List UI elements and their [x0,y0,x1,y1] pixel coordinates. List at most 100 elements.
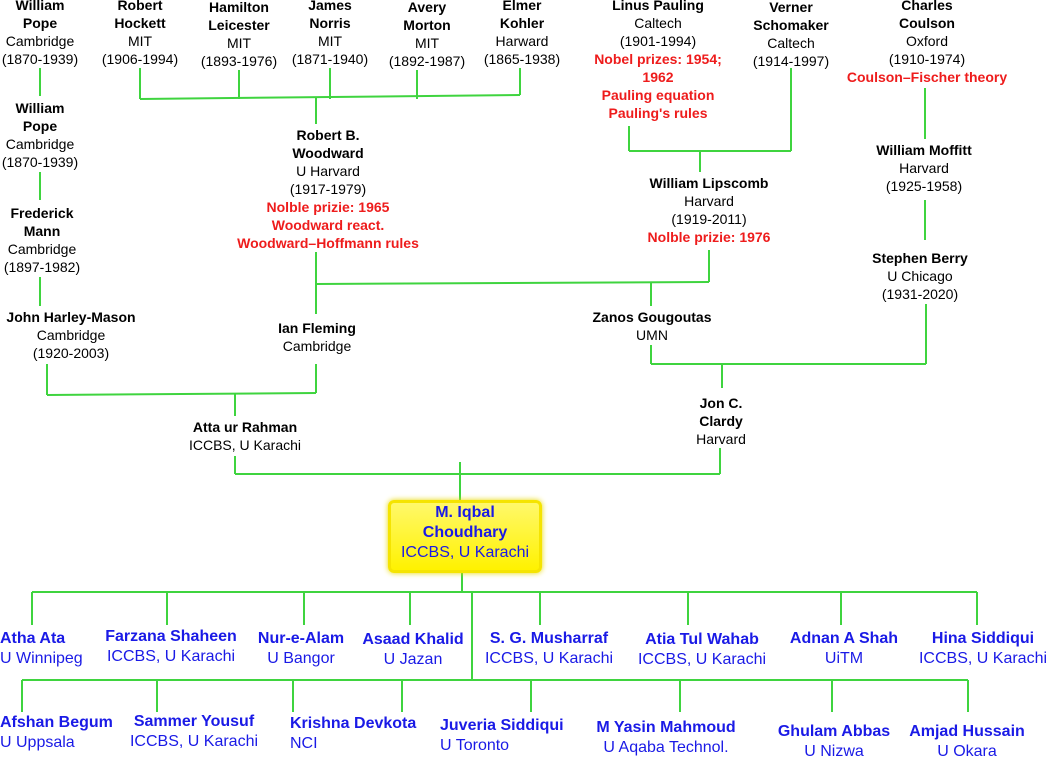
node-stephen-berry: Stephen Berry U Chicago (1931-2020) [872,249,968,303]
student-name: Adnan A Shah [789,630,899,647]
node-award: Woodward react. [271,217,385,233]
student-name: Farzana Shaheen [105,628,237,645]
student-sammer-yousuf: Sammer Yousuf ICCBS, U Karachi [130,712,258,752]
node-years: (1870-1939) [1,51,79,67]
node-years: (1893-1976) [200,53,278,69]
node-william-pope: William Pope Cambridge (1870-1939) [2,99,78,171]
node-name: Atta ur Rahman [192,419,298,435]
node-frederick-mann: Frederick Mann Cambridge (1897-1982) [2,204,82,276]
student-name: Amjad Hussain [909,723,1025,740]
node-affiliation: Cambridge [7,241,77,257]
student-affiliation: U Nizwa [804,743,864,760]
node-name: Zanos Gougoutas [592,309,712,325]
student-name: Atha Ata [0,630,66,647]
node-affiliation: MIT [127,33,153,49]
node-years: (1892-1987) [388,53,466,69]
student-krishna-devkota: Krishna Devkota NCI [290,714,416,754]
student-name: Ghulam Abbas [777,723,891,740]
node-award: Coulson–Fischer theory [846,69,1008,85]
student-name: Atia Tul Wahab [645,631,759,648]
student-affiliation: ICCBS, U Karachi [484,650,614,667]
node-years: (1870-1939) [1,154,79,170]
node-name: Jon C. Clardy [699,395,743,429]
node-john-harley-mason: John Harley-Mason Cambridge (1920-2003) [6,308,135,362]
node-affiliation: Cambridge [36,327,106,343]
node-robert-hockett: Robert Hockett MIT (1906-1994) [102,0,178,68]
student-juveria-siddiqui: Juveria Siddiqui U Toronto [440,716,564,756]
node-jon-clardy: Jon C. Clardy Harvard [691,394,751,448]
node-verner-schomaker: Verner Schomaker Caltech (1914-1997) [751,0,831,70]
node-name: Elmer Kohler [499,0,545,31]
node-affiliation: MIT [226,35,252,51]
node-award: Nolble prizie: 1976 [647,229,771,245]
student-affiliation: U Jazan [383,651,443,668]
node-award: Woodward–Hoffmann rules [237,235,419,251]
node-name: Hamilton Leicester [208,0,270,33]
student-name: Asaad Khalid [362,631,464,648]
node-william-moffitt: William Moffitt Harvard (1925-1958) [876,141,972,195]
student-name: S. G. Musharraf [489,630,609,647]
node-avery-morton: Avery Morton MIT (1892-1987) [389,0,465,70]
student-affiliation: ICCBS, U Karachi [918,650,1048,667]
node-award: Pauling equation [601,87,715,103]
node-hamilton-leicester: Hamilton Leicester MIT (1893-1976) [199,0,279,70]
node-years: (1925-1958) [885,178,963,194]
node-affiliation: Harvard [684,193,734,209]
node-name: Verner Schomaker [753,0,829,33]
node-james-norris: James Norris MIT (1871-1940) [292,0,368,68]
node-affiliation: Caltech [634,15,682,31]
student-sg-musharraf: S. G. Musharraf ICCBS, U Karachi [485,629,613,669]
node-years: (1901-1994) [619,33,697,49]
student-ghulam-abbas: Ghulam Abbas U Nizwa [778,722,890,762]
center-node-box [388,500,542,573]
node-years: (1917-1979) [289,181,367,197]
student-affiliation: U Uppsala [0,734,75,751]
student-affiliation: U Bangor [267,650,335,667]
node-affiliation: Harvard [899,160,949,176]
node-affiliation: Cambridge [5,33,75,49]
student-affiliation: ICCBS, U Karachi [129,733,259,750]
student-affiliation: U Toronto [440,737,510,754]
node-name: Ian Fleming [278,320,356,336]
student-affiliation: U Aqaba Technol. [603,739,729,756]
node-affiliation: U Harvard [296,163,360,179]
student-affiliation: NCI [290,735,318,752]
student-affiliation: U Winnipeg [0,650,83,667]
node-years: (1919-2011) [671,211,747,227]
node-affiliation: Cambridge [282,338,352,354]
student-affiliation: ICCBS, U Karachi [637,651,767,668]
node-affiliation: MIT [414,35,440,51]
node-name: Stephen Berry [872,250,968,266]
node-award: Nobel prizes: 1954; [594,51,722,67]
node-atta-ur-rahman: Atta ur Rahman ICCBS, U Karachi [189,418,301,454]
node-years: (1914-1997) [752,53,830,69]
node-years: (1920-2003) [32,345,110,361]
node-affiliation: Oxford [905,33,949,49]
node-william-pope-top: William Pope Cambridge (1870-1939) [2,0,78,68]
student-name: Nur-e-Alam [257,630,345,647]
node-linus-pauling: Linus Pauling Caltech (1901-1994) Nobel … [594,0,722,122]
student-name: Krishna Devkota [290,715,417,732]
node-affiliation: UMN [636,327,668,343]
node-name: William Lipscomb [649,175,769,191]
node-affiliation: Cambridge [5,136,75,152]
student-name: Juveria Siddiqui [440,717,564,734]
node-name: Frederick Mann [10,205,74,239]
student-nur-e-alam: Nur-e-Alam U Bangor [258,629,344,669]
node-name: Charles Coulson [898,0,955,31]
student-atha-ata: Atha Ata U Winnipeg [0,629,83,669]
node-years: (1871-1940) [291,51,369,67]
student-m-yasin-mahmoud: M Yasin Mahmoud U Aqaba Technol. [596,718,735,758]
student-affiliation: UiTM [824,650,864,667]
node-affiliation: Harvard [696,431,746,447]
node-ian-fleming: Ian Fleming Cambridge [278,319,356,355]
node-affiliation: Caltech [767,35,815,51]
node-charles-coulson: Charles Coulson Oxford (1910-1974) Couls… [847,0,1007,86]
node-name: James Norris [308,0,352,31]
student-name: M Yasin Mahmoud [596,719,736,736]
node-name: Robert B. Woodward [292,127,364,161]
node-m-iqbal-choudhary: M. Iqbal Choudhary ICCBS, U Karachi [401,503,529,563]
node-affiliation: ICCBS, U Karachi [188,437,302,453]
node-name: William Pope [15,0,65,31]
